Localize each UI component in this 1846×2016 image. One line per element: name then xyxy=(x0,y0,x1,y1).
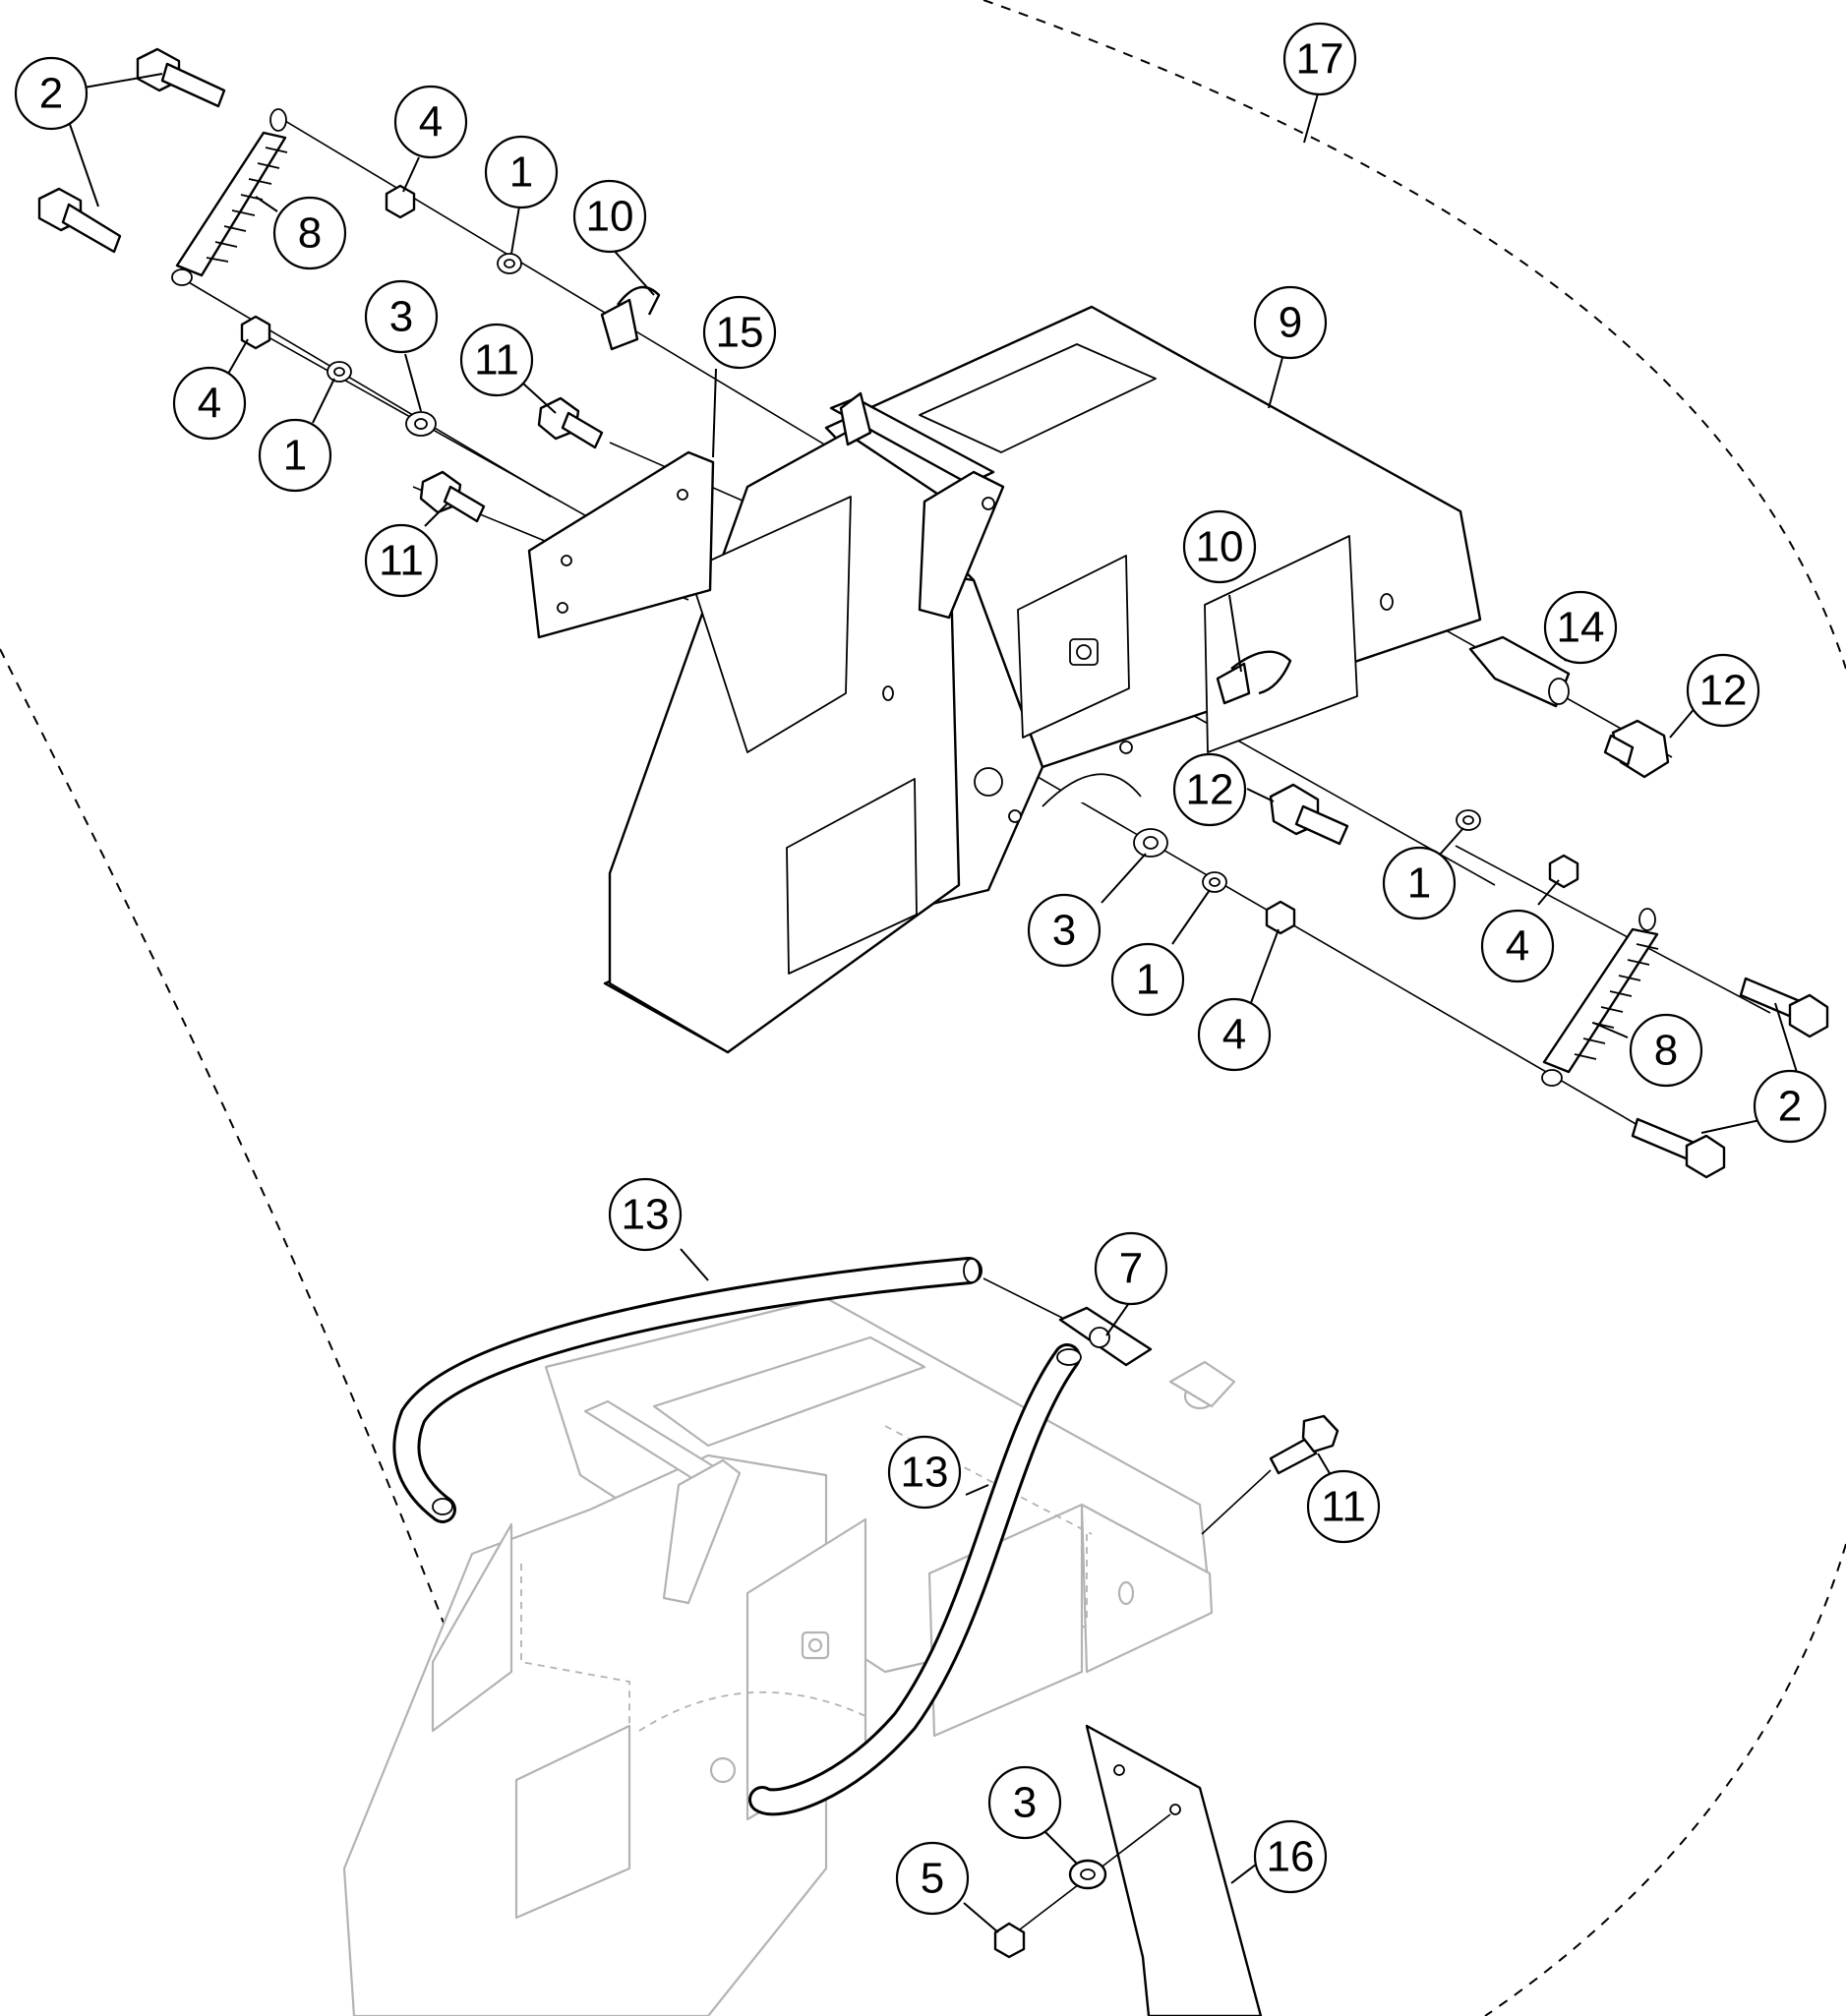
svg-text:10: 10 xyxy=(1196,523,1244,571)
callout-3-center: 3 xyxy=(1027,893,1102,968)
callout-1-center: 1 xyxy=(1110,942,1185,1017)
extension-spring-lower xyxy=(1541,908,1659,1087)
washers xyxy=(327,253,1481,893)
ghosted-guard-housing xyxy=(342,1296,1214,2016)
svg-text:16: 16 xyxy=(1267,1833,1315,1881)
callout-2-upper: 2 xyxy=(14,56,89,131)
svg-text:8: 8 xyxy=(298,209,322,258)
guard-housing xyxy=(603,305,1482,1054)
callout-3-bottom: 3 xyxy=(987,1765,1062,1840)
hex-nut-d xyxy=(1265,900,1296,935)
hex-nut-c xyxy=(1548,854,1579,889)
standoff-spacer xyxy=(1468,635,1571,708)
hex-nut-bottom xyxy=(993,1922,1026,1959)
callout-1-left: 1 xyxy=(258,418,332,493)
hex-bolt-upper-1 xyxy=(136,47,226,108)
hex-nut-b xyxy=(240,315,271,350)
svg-text:4: 4 xyxy=(1506,922,1529,971)
callout-1-right: 1 xyxy=(1382,846,1457,920)
callout-7: 7 xyxy=(1094,1231,1168,1306)
svg-text:3: 3 xyxy=(389,293,413,341)
callout-11-upper: 11 xyxy=(459,323,534,397)
callout-15: 15 xyxy=(702,295,777,370)
svg-text:2: 2 xyxy=(1778,1083,1802,1131)
svg-text:5: 5 xyxy=(921,1855,944,1903)
svg-text:7: 7 xyxy=(1119,1245,1143,1293)
callout-16: 16 xyxy=(1253,1819,1328,1894)
svg-text:4: 4 xyxy=(1222,1011,1246,1059)
svg-text:17: 17 xyxy=(1296,35,1344,84)
callout-4-left: 4 xyxy=(172,366,247,441)
mounting-plate-bottom xyxy=(1085,1724,1263,2016)
svg-text:4: 4 xyxy=(198,380,221,428)
svg-text:4: 4 xyxy=(419,98,443,147)
svg-text:13: 13 xyxy=(622,1191,670,1239)
callout-1-upper: 1 xyxy=(484,135,559,209)
callout-11-bottom: 11 xyxy=(1306,1469,1381,1544)
cable-clip-upper xyxy=(600,285,661,351)
callout-14: 14 xyxy=(1543,590,1618,665)
callout-13-top: 13 xyxy=(608,1177,683,1252)
svg-text:8: 8 xyxy=(1654,1027,1678,1075)
guard-handle-bar xyxy=(829,391,1005,620)
svg-text:3: 3 xyxy=(1013,1779,1037,1827)
callout-leaders xyxy=(64,73,1801,1933)
callout-10-center: 10 xyxy=(1182,509,1257,584)
flange-bolt-upper xyxy=(537,396,604,449)
callout-9: 9 xyxy=(1253,285,1328,360)
hex-nut-a xyxy=(385,184,416,219)
svg-text:11: 11 xyxy=(379,537,424,585)
bracket-plate-left xyxy=(527,450,715,639)
svg-text:13: 13 xyxy=(901,1449,949,1497)
flange-bolt-bottom xyxy=(1201,1414,1340,1535)
svg-text:9: 9 xyxy=(1279,299,1302,347)
callout-4-right: 4 xyxy=(1480,909,1555,983)
svg-text:11: 11 xyxy=(1321,1483,1366,1531)
svg-text:11: 11 xyxy=(474,336,519,385)
callout-12-center: 12 xyxy=(1172,752,1247,827)
svg-text:10: 10 xyxy=(586,193,634,241)
shoulder-screw-center xyxy=(1269,783,1349,846)
shoulder-screw-right xyxy=(1603,719,1670,779)
hose-fitting xyxy=(983,1277,1236,1410)
callout-8-lower: 8 xyxy=(1629,1013,1703,1088)
svg-text:2: 2 xyxy=(39,70,63,118)
callout-10-upper: 10 xyxy=(572,179,647,254)
svg-text:12: 12 xyxy=(1699,667,1748,715)
callout-8-upper: 8 xyxy=(272,196,347,270)
extension-spring-upper xyxy=(171,108,288,286)
callout-3-upper: 3 xyxy=(364,279,439,354)
ghosted-handle-bar xyxy=(583,1399,742,1605)
hex-bolt-lower-2 xyxy=(1631,1117,1726,1179)
callout-5: 5 xyxy=(895,1841,970,1916)
svg-text:1: 1 xyxy=(1136,956,1160,1004)
callout-13-middle: 13 xyxy=(887,1435,962,1510)
svg-text:1: 1 xyxy=(509,148,533,197)
svg-text:1: 1 xyxy=(1407,860,1431,908)
callout-12-right: 12 xyxy=(1686,653,1760,728)
callout-11-left: 11 xyxy=(364,523,439,598)
svg-text:14: 14 xyxy=(1557,604,1605,652)
callout-4-upper: 4 xyxy=(393,85,468,159)
hex-bolt-upper-2 xyxy=(37,187,122,254)
callout-17: 17 xyxy=(1282,22,1357,96)
callout-4-center: 4 xyxy=(1197,997,1272,1072)
flange-bolt-lower xyxy=(419,470,486,523)
svg-text:1: 1 xyxy=(283,432,307,480)
cable-clip-lower xyxy=(1216,650,1292,705)
svg-text:15: 15 xyxy=(716,309,764,357)
svg-text:3: 3 xyxy=(1052,907,1076,955)
callout-2-lower: 2 xyxy=(1753,1069,1827,1144)
hex-bolt-lower-1 xyxy=(1739,977,1829,1038)
svg-text:12: 12 xyxy=(1186,766,1234,814)
